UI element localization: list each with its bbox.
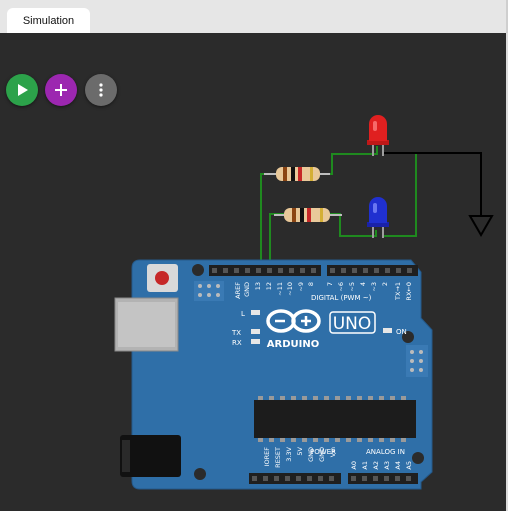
uno-badge-text: UNO (333, 314, 372, 334)
pin-label-analog: A0 (350, 461, 358, 470)
led-blue[interactable] (367, 197, 389, 238)
pin-label-digital: ~11 (276, 282, 284, 296)
led-red[interactable] (367, 115, 389, 156)
arduino-uno-board[interactable]: UNO ARDUINO L TX RX ON DIGITAL (PWM ~) P… (114, 259, 433, 490)
arduino-logo-icon (266, 309, 321, 333)
wire-to-ground[interactable] (384, 152, 482, 216)
label-tx: TX (231, 329, 241, 337)
pin-label-digital: 13 (254, 282, 262, 290)
more-vertical-icon (99, 83, 103, 97)
pin-label-power: 5V (296, 446, 304, 455)
pin-label-digital: ~6 (337, 282, 345, 292)
pin-label-digital: RX←0 (405, 282, 413, 301)
play-icon (18, 84, 28, 96)
resistor-1[interactable] (264, 167, 330, 181)
pin-label-digital: ~9 (297, 282, 305, 292)
label-power: POWER (310, 448, 336, 456)
tab-bar: Simulation (0, 0, 508, 33)
label-on: ON (396, 328, 407, 336)
play-button[interactable] (6, 74, 38, 106)
label-rx: RX (232, 339, 242, 347)
pin-label-power: GND (318, 447, 326, 462)
pin-label-analog: A4 (394, 461, 402, 470)
simulation-canvas[interactable]: UNO ARDUINO L TX RX ON DIGITAL (PWM ~) P… (0, 33, 508, 511)
pin-label-power: Vin (329, 447, 337, 457)
pin-label-digital: ~3 (370, 282, 378, 292)
arduino-brand-text: ARDUINO (267, 339, 319, 350)
digital-header-left[interactable] (209, 265, 321, 276)
pin-label-digital: 4 (359, 282, 367, 286)
pin-label-digital: 12 (265, 282, 273, 290)
pin-label-digital: AREF (234, 282, 242, 299)
pin-label-digital: ~10 (286, 282, 294, 296)
atmega-chip (254, 400, 416, 438)
pin-label-power: IOREF (263, 447, 271, 467)
label-analog-in: ANALOG IN (366, 448, 405, 456)
pin-label-power: RESET (274, 447, 282, 468)
pin-label-analog: A1 (361, 461, 369, 470)
pin-label-digital: 8 (307, 282, 315, 286)
pin-label-digital: GND (243, 282, 251, 297)
uno-badge (329, 311, 376, 334)
circuit-diagram: UNO ARDUINO L TX RX ON DIGITAL (PWM ~) P… (114, 115, 494, 490)
pin-label-digital: TX→1 (394, 282, 402, 301)
power-header[interactable] (249, 473, 341, 484)
pin-label-digital: 2 (381, 282, 389, 286)
label-l: L (241, 310, 245, 318)
ground-symbol[interactable] (468, 215, 494, 237)
icsp-header-right (410, 350, 423, 372)
analog-header[interactable] (348, 473, 418, 484)
label-digital: DIGITAL (PWM ~) (311, 294, 372, 302)
wire-resistor1-to-red-led[interactable] (318, 146, 378, 175)
pin-label-power: 3.3V (285, 446, 293, 461)
pin-label-analog: A2 (372, 461, 380, 470)
pin-label-analog: A5 (405, 461, 413, 470)
resistor-2[interactable] (274, 208, 342, 222)
more-options-button[interactable] (85, 74, 117, 106)
tab-simulation[interactable]: Simulation (7, 8, 90, 33)
pin-label-digital: ~5 (348, 282, 356, 292)
digital-header-right[interactable] (327, 265, 418, 276)
icsp-header-top (198, 284, 220, 297)
add-component-button[interactable] (45, 74, 77, 106)
pin-label-analog: A3 (383, 461, 391, 470)
pin-label-power: GND (307, 447, 315, 462)
pin-label-digital: 7 (326, 282, 334, 286)
plus-icon (55, 84, 67, 96)
